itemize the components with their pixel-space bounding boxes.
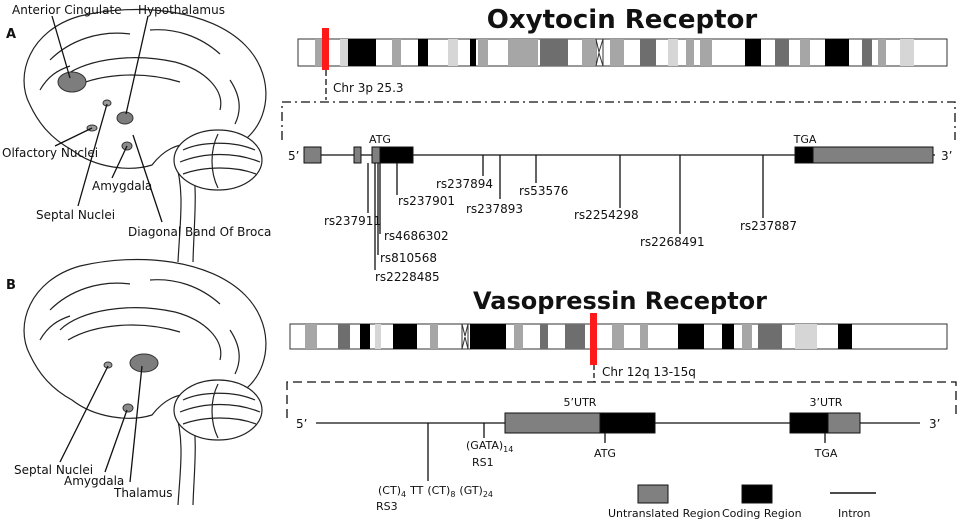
panel-b-title: Vasopressin Receptor — [473, 287, 767, 315]
legend-coding-swatch — [741, 484, 773, 504]
rs1-label-group: (GATA)14 RS1 — [466, 439, 513, 469]
avpr-locus-marker — [590, 313, 597, 365]
oxtr-start-codon: ATG — [369, 133, 391, 146]
label-amygdala-a: Amygdala — [92, 179, 152, 193]
label-amygdala-b: Amygdala — [64, 474, 124, 488]
avpr-gene — [316, 412, 920, 481]
legend-coding-label: Coding Region — [722, 507, 802, 520]
label-thalamus: Thalamus — [113, 486, 173, 500]
chromosome-3 — [297, 28, 948, 70]
oxtr-3prime: 3’ — [941, 149, 952, 163]
brain-illustration-a — [23, 8, 267, 263]
legend-untranslated-swatch — [637, 484, 669, 504]
oxtr-gene — [303, 146, 935, 270]
chromosome-12 — [289, 313, 948, 365]
oxtr-locus-marker — [322, 28, 329, 70]
zoom-bracket-b — [286, 381, 957, 418]
legend-intron-label: Intron — [838, 507, 871, 520]
chr3-label: Chr 3p 25.3 — [333, 81, 404, 95]
label-septal-nuclei-a: Septal Nuclei — [36, 208, 115, 222]
label-olfactory-nuclei: Olfactory Nuclei — [2, 146, 98, 160]
avpr-3prime: 3’ — [929, 417, 940, 431]
snp-rs2254298: rs2254298 — [574, 208, 639, 222]
rs3-label: RS3 — [376, 500, 398, 513]
panel-a-letter: A — [6, 27, 16, 42]
label-hypothalamus: Hypothalamus — [138, 3, 225, 17]
snp-rs237901: rs237901 — [398, 194, 455, 208]
avpr-5utr: 5’UTR — [564, 396, 597, 409]
label-septal-nuclei-b: Septal Nuclei — [14, 463, 93, 477]
rs1-label: RS1 — [472, 456, 494, 469]
panel-b-letter: B — [6, 278, 16, 293]
snp-rs237887: rs237887 — [740, 219, 797, 233]
snp-rs237894: rs237894 — [436, 177, 493, 191]
label-anterior-cingulate: Anterior Cingulate — [12, 3, 122, 17]
brain-illustration-b — [23, 258, 267, 506]
snp-rs53576: rs53576 — [519, 184, 568, 198]
legend-untranslated-label: Untranslated Region — [608, 507, 720, 520]
snp-rs2268491: rs2268491 — [640, 235, 705, 249]
panel-b: B Septal Nuclei Amygdala Thalamus Vasopr… — [6, 258, 957, 513]
avpr-5prime: 5’ — [296, 417, 307, 431]
avpr-stop-codon: TGA — [814, 447, 838, 460]
panel-a-title: Oxytocin Receptor — [487, 5, 758, 35]
avpr-3utr: 3’UTR — [810, 396, 843, 409]
panel-a: A Anterior Cingulate Hypothal — [2, 3, 956, 284]
oxtr-5prime: 5’ — [288, 149, 299, 163]
snp-rs237911: rs237911 — [324, 214, 381, 228]
snp-rs4686302: rs4686302 — [384, 229, 449, 243]
zoom-bracket-a — [281, 101, 956, 140]
label-diagonal-band: Diagonal Band Of Broca — [128, 225, 271, 239]
snp-rs810568: rs810568 — [380, 251, 437, 265]
snp-rs2228485: rs2228485 — [375, 270, 440, 284]
legend: Untranslated Region Coding Region Intron — [608, 484, 876, 520]
gata-repeat: (GATA)14 — [466, 439, 513, 454]
snp-rs237893: rs237893 — [466, 202, 523, 216]
chr12-label: Chr 12q 13-15q — [602, 365, 696, 379]
avpr-start-codon: ATG — [594, 447, 616, 460]
oxtr-stop-codon: TGA — [793, 133, 817, 146]
